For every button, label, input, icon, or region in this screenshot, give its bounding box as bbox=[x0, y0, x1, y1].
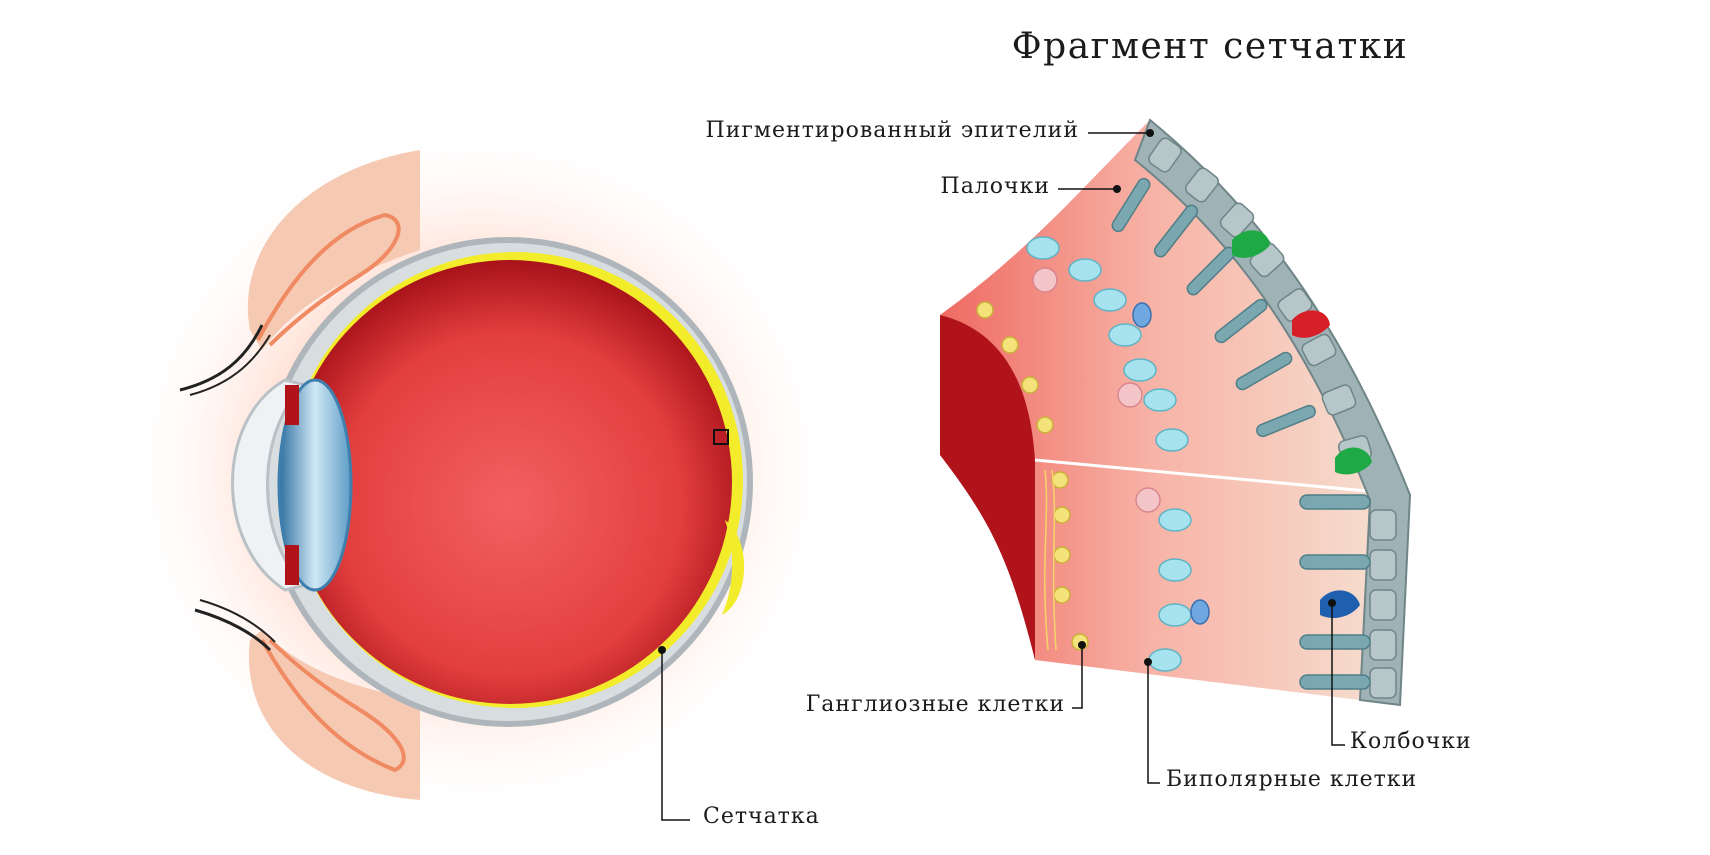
retina-fragment-marker bbox=[713, 429, 729, 445]
label-ganglion-cells: Ганглиозные клетки bbox=[805, 692, 1065, 717]
leader-cones bbox=[1331, 603, 1345, 746]
vitreous-body bbox=[288, 260, 732, 704]
cone-green-icon bbox=[1335, 447, 1372, 475]
cone-blue-icon bbox=[1320, 590, 1360, 619]
cone-red-icon bbox=[1292, 310, 1330, 338]
bipolar-cells bbox=[1026, 236, 1192, 672]
diagram-title: Фрагмент сетчатки bbox=[1011, 26, 1409, 67]
lower-eyelash-icon bbox=[194, 608, 272, 652]
amacrine-cells bbox=[1032, 267, 1161, 513]
retina-leader-line bbox=[661, 650, 690, 821]
nerve-fibers bbox=[1044, 469, 1057, 651]
label-pigment-epithelium: Пигментированный эпителий bbox=[705, 118, 1079, 143]
macula bbox=[722, 520, 745, 615]
upper-eyelash-icon bbox=[189, 334, 271, 396]
iris bbox=[285, 545, 299, 585]
eye-cross-section bbox=[120, 120, 840, 821]
lower-eyelash-icon bbox=[199, 599, 276, 643]
epithelium-cells bbox=[1148, 137, 1397, 699]
label-cones: Колбочки bbox=[1350, 729, 1472, 754]
fragment-front-face bbox=[940, 315, 1035, 660]
leader-dots bbox=[1078, 129, 1336, 666]
leader-bipolar bbox=[1147, 662, 1160, 784]
upper-eyelid bbox=[247, 150, 420, 350]
label-rods: Палочки bbox=[940, 174, 1050, 199]
lower-eyelid bbox=[248, 630, 420, 800]
horizontal-cells bbox=[1132, 302, 1210, 625]
cornea bbox=[231, 378, 309, 592]
label-bipolar-cells: Биполярные клетки bbox=[1166, 767, 1418, 792]
upper-eyelid-outline bbox=[256, 212, 401, 347]
label-retina: Сетчатка bbox=[703, 804, 820, 829]
leader-ganglion bbox=[1072, 645, 1083, 709]
lens bbox=[277, 378, 353, 592]
ganglion-cells bbox=[976, 301, 1089, 651]
leader-lines bbox=[1058, 132, 1345, 784]
fragment-divider bbox=[1034, 458, 1411, 497]
lower-eyelid-outline bbox=[260, 638, 406, 773]
cone-green-icon bbox=[1232, 230, 1270, 258]
retina-fragment bbox=[940, 118, 1412, 707]
rods bbox=[1111, 177, 1371, 690]
upper-eyelash-icon bbox=[179, 324, 264, 392]
iris bbox=[285, 385, 299, 425]
